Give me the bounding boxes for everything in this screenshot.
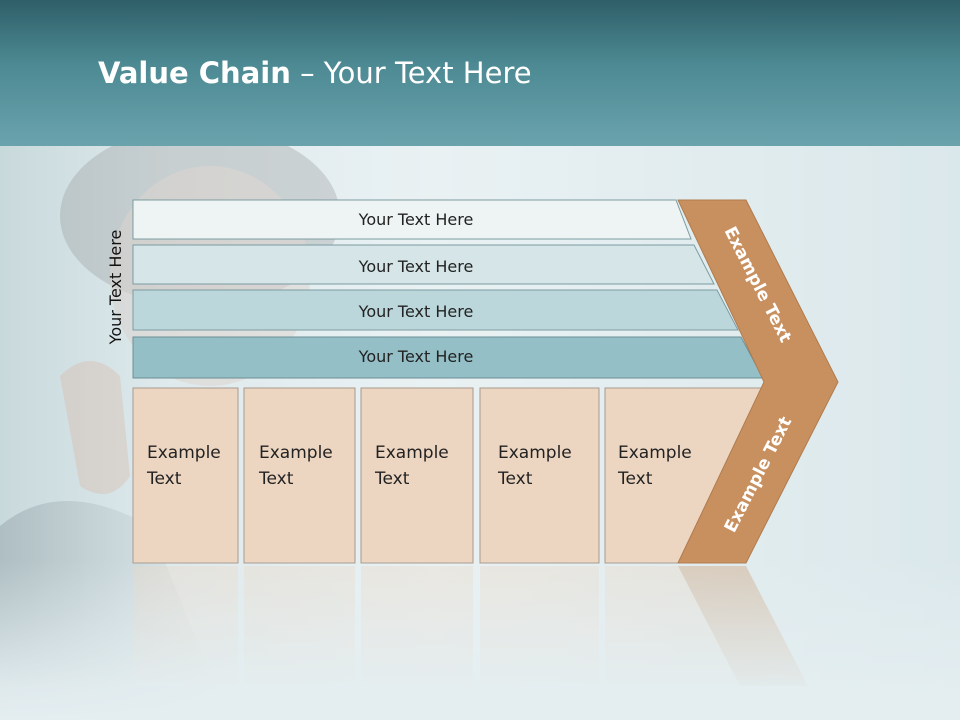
side-label-group: Your Text Here [106, 230, 125, 346]
column-1-line1: Example [147, 443, 221, 463]
column-2-line1: Example [259, 443, 333, 463]
side-label: Your Text Here [106, 230, 125, 346]
band-1-label: Your Text Here [358, 210, 474, 229]
column-3-line2: Text [374, 469, 410, 489]
band-4-label: Your Text Here [358, 347, 474, 366]
slide-title: Value Chain – Your Text Here [98, 56, 532, 90]
column-1-line2: Text [146, 469, 182, 489]
band-3-label: Your Text Here [358, 302, 474, 321]
title-bold: Value Chain [98, 56, 291, 90]
band-3: Your Text Here [132, 289, 739, 331]
column-4-line2: Text [497, 469, 533, 489]
column-5-line2: Text [617, 469, 653, 489]
column-3: Example Text [360, 387, 474, 564]
column-1: Example Text [132, 387, 239, 564]
title-rest: – Your Text Here [290, 56, 532, 90]
band-4: Your Text Here [132, 336, 764, 379]
band-2: Your Text Here [132, 244, 715, 285]
column-3-line1: Example [375, 443, 449, 463]
header-bar [0, 0, 960, 146]
column-2-line2: Text [258, 469, 294, 489]
column-5-line1: Example [618, 443, 692, 463]
band-2-label: Your Text Here [358, 257, 474, 276]
column-4: Example Text [479, 387, 600, 564]
column-2: Example Text [243, 387, 356, 564]
column-4-line1: Example [498, 443, 572, 463]
reflection-fade [0, 560, 960, 720]
band-1: Your Text Here [132, 199, 692, 240]
